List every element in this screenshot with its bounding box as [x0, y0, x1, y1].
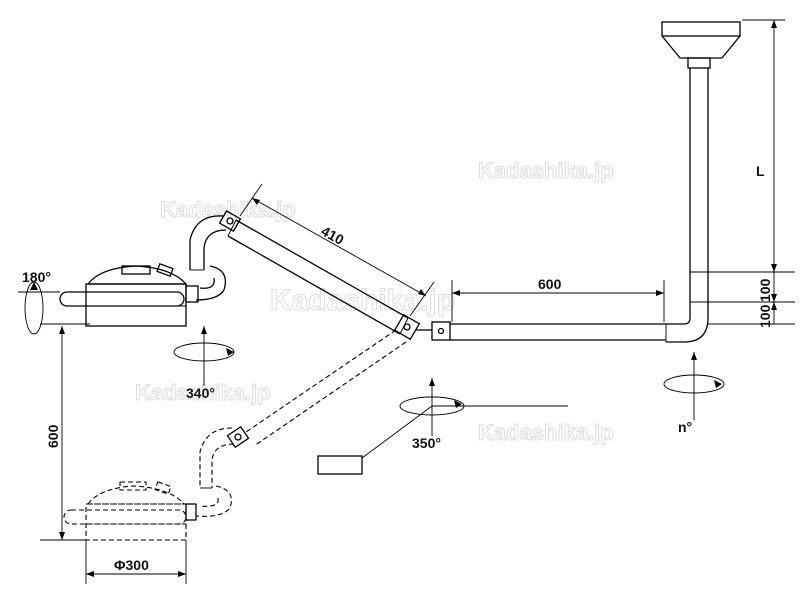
dim-100-a-label: 100: [757, 278, 773, 302]
lower-lamp-head-dashed: [63, 481, 187, 541]
dim-phi300-label: Φ300: [114, 557, 149, 573]
rot-350-label: 350°: [412, 435, 441, 451]
dim-410-label: 410: [319, 223, 347, 248]
upper-gooseneck: [185, 215, 227, 303]
rotation-180-icon: 180°: [18, 269, 60, 335]
dim-phi300: Φ300: [85, 540, 187, 584]
dim-100-b-label: 100: [757, 304, 773, 328]
rotation-340-icon: 340°: [173, 326, 235, 401]
dim-600-arm: 600: [451, 276, 665, 322]
watermark-3: Kadashika.jp: [270, 284, 455, 317]
rot-180-label: 180°: [22, 269, 51, 285]
dim-600-vertical: 600: [40, 323, 90, 541]
dim-600-arm-label: 600: [538, 276, 562, 292]
rotation-n-icon: n°: [663, 352, 725, 435]
dim-vertical-right: L 100 100: [708, 19, 795, 328]
rot-340-label: 340°: [186, 385, 215, 401]
watermark-1: Kadashika.jp: [478, 158, 614, 183]
watermarks: Kadashika.jp Kadashika.jp Kadashika.jp K…: [135, 158, 615, 446]
vertical-pole: [666, 68, 709, 343]
watermark-4: Kadashika.jp: [135, 380, 271, 405]
upper-lamp-head: [59, 263, 188, 327]
rot-n-label: n°: [678, 419, 692, 435]
horizontal-arm: [431, 321, 667, 342]
dim-600-vertical-label: 600: [45, 424, 61, 448]
ceiling-mount: [661, 21, 741, 69]
watermark-5: Kadashika.jp: [478, 420, 614, 445]
rotation-350-icon: 350°: [317, 378, 568, 475]
upper-arm: [218, 210, 432, 341]
lower-arm-dashed: [185, 329, 407, 521]
dim-L-label: L: [756, 163, 765, 179]
